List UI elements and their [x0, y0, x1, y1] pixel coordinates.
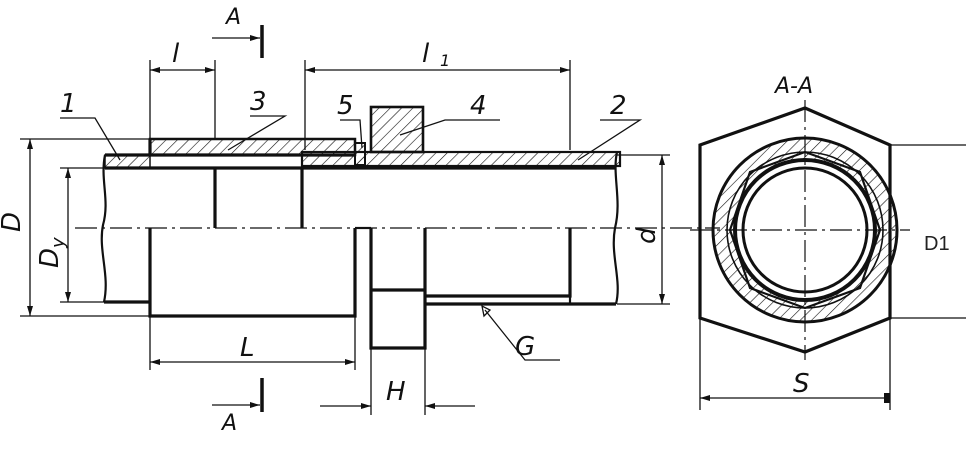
label-dim-H: H	[386, 377, 406, 407]
pipe-right	[300, 150, 622, 306]
section-title: A-A	[773, 74, 813, 99]
sleeve-lower	[148, 166, 357, 318]
label-part-4: 4	[470, 91, 487, 121]
label-dim-d: d	[632, 227, 662, 244]
dim-L	[149, 316, 356, 370]
section-view-aa: A-A S D1	[690, 74, 966, 410]
label-dim-Dy: D	[35, 248, 65, 268]
dim-l1	[304, 60, 571, 150]
dim-l	[149, 60, 216, 139]
nut-4-section	[369, 105, 425, 154]
dim-S	[700, 393, 890, 403]
label-part-1: 1	[60, 89, 77, 119]
label-dim-l1-sub: 1	[440, 51, 450, 70]
label-dim-D: D	[0, 212, 27, 232]
label-section-bottom: A	[220, 411, 237, 436]
label-dim-l: l	[172, 39, 180, 69]
dim-D	[20, 138, 150, 317]
assembly-view: 1 3 5 4 2 l l 1 A A D D y d L H G	[0, 5, 720, 436]
label-part-2: 2	[610, 91, 627, 121]
label-section-top: A	[224, 5, 241, 30]
label-dim-S: S	[793, 369, 810, 399]
dim-H	[320, 348, 475, 415]
label-dim-Dy-sub: y	[48, 237, 69, 249]
label-dim-L: L	[240, 333, 255, 363]
gasket-5	[354, 142, 366, 166]
dim-d	[617, 154, 670, 305]
label-dim-G: G	[515, 332, 535, 362]
label-part-5: 5	[337, 91, 354, 121]
leaders	[60, 115, 643, 361]
section-cut-markers	[212, 25, 264, 412]
label-D1: D1	[924, 233, 950, 255]
nut-body	[355, 226, 427, 350]
label-dim-l1: l	[422, 39, 430, 69]
label-part-3: 3	[250, 87, 267, 117]
dim-Dy	[60, 167, 105, 303]
